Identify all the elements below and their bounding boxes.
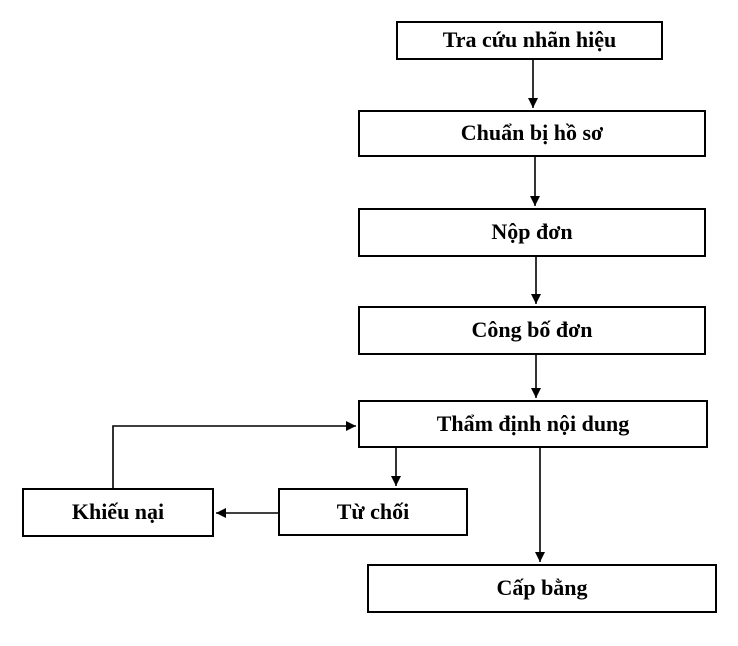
node-tu-choi: Từ chối xyxy=(278,488,468,536)
node-label: Nộp đơn xyxy=(491,219,573,245)
node-khieu-nai: Khiếu nại xyxy=(22,488,214,537)
node-label: Công bố đơn xyxy=(471,317,593,343)
node-label: Từ chối xyxy=(336,498,410,524)
edge-khieu-nai-to-tham-dinh xyxy=(112,421,356,488)
node-label: Cấp bằng xyxy=(496,575,588,601)
node-chuan-bi-ho-so: Chuẩn bị hồ sơ xyxy=(358,110,706,157)
node-label: Tra cứu nhãn hiệu xyxy=(442,27,617,53)
node-label: Chuẩn bị hồ sơ xyxy=(460,120,604,146)
node-cong-bo-don: Công bố đơn xyxy=(358,306,706,355)
node-tra-cuu-nhan-hieu: Tra cứu nhãn hiệu xyxy=(396,21,663,60)
node-tham-dinh-noi-dung: Thẩm định nội dung xyxy=(358,400,708,448)
node-label: Khiếu nại xyxy=(71,499,165,525)
node-cap-bang: Cấp bằng xyxy=(367,564,717,613)
node-label: Thẩm định nội dung xyxy=(436,410,630,436)
node-nop-don: Nộp đơn xyxy=(358,208,706,257)
